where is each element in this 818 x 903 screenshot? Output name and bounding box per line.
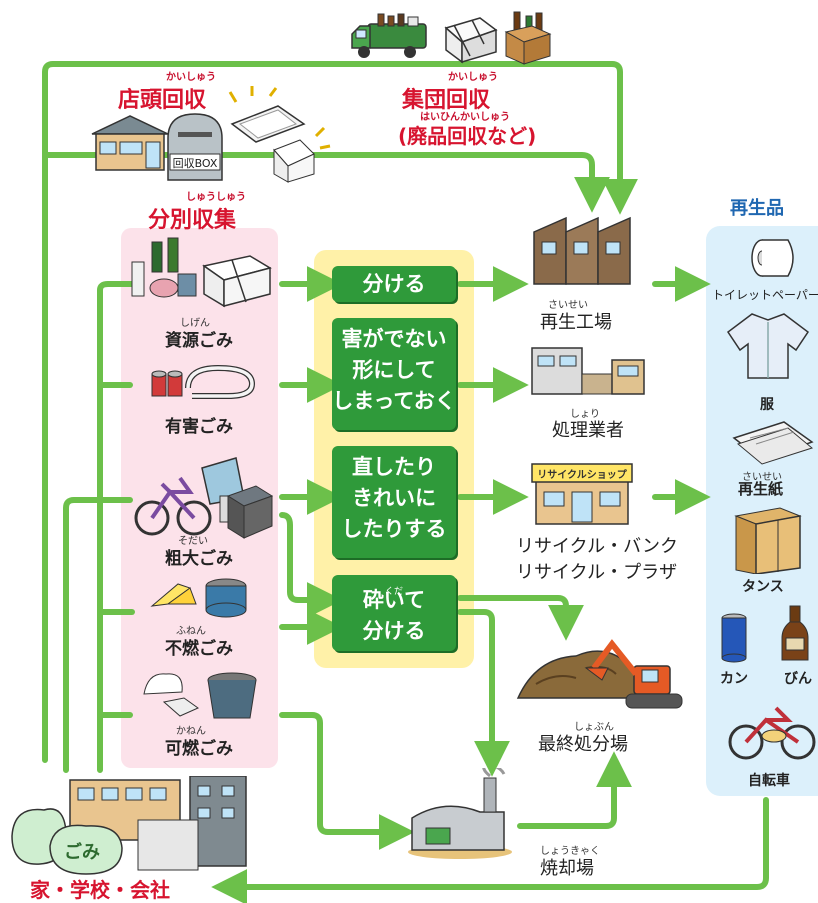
bottle-icon xyxy=(781,605,809,661)
resource-ruby: しげん xyxy=(180,318,210,329)
category-burnable: 可燃ごみ xyxy=(165,739,233,759)
group-collection-sub: (廃品回収など) xyxy=(398,124,537,148)
arrow-group-loop xyxy=(42,61,638,763)
process-sort: 分ける xyxy=(332,266,456,302)
recycle-shop-sign: リサイクルショップ xyxy=(537,470,627,481)
product-paper: 再生紙 xyxy=(738,480,784,498)
disposal-ruby: しょり xyxy=(570,409,600,420)
resource-waste-icon xyxy=(131,237,272,308)
process-crush-ruby: くだ xyxy=(384,587,403,597)
disposal-company-icon xyxy=(531,347,645,395)
dest-recycle-bank: リサイクル・バンク リサイクル・プラザ xyxy=(516,536,678,583)
product-shirt: 服 xyxy=(760,397,774,413)
arrow-incinerator-landfill xyxy=(517,751,632,829)
tray-carton-icon xyxy=(228,86,331,183)
truck-icon xyxy=(351,13,427,58)
bicycle-icon xyxy=(728,706,816,760)
garbage-bag-text: ごみ xyxy=(64,842,100,863)
arrow-burnable-incinerator xyxy=(279,712,415,850)
store-building-icon xyxy=(91,115,169,171)
arrow-origin-bulky xyxy=(63,497,133,773)
bulky-ruby: そだい xyxy=(178,536,208,547)
group-collection-title: 集団回収 xyxy=(402,88,491,113)
sorting-ruby: しゅうしゅう xyxy=(186,192,246,203)
nonburnable-waste-icon xyxy=(150,578,247,618)
incinerator-ruby: しょうきゃく xyxy=(540,846,600,857)
group-collection-ruby: かいしゅう xyxy=(448,72,498,83)
hazardous-waste-icon xyxy=(151,364,256,399)
dest-recycle-plant: 再生工場 xyxy=(540,312,612,333)
group-collection-sub-ruby: はいひんかいしゅう xyxy=(420,112,510,123)
category-resource: 資源ごみ xyxy=(165,331,233,351)
product-bottle: びん xyxy=(784,671,812,687)
process-crush-box: くだ 砕いて 分ける xyxy=(332,575,456,651)
arrow-sort-collector xyxy=(97,281,135,773)
shirt-icon xyxy=(726,313,810,379)
collection-box-label: 回収BOX xyxy=(172,157,218,170)
collection-box-icon: 回収BOX xyxy=(164,108,226,184)
dest-incinerator: 焼却場 xyxy=(540,858,594,879)
bulky-waste-icon xyxy=(134,457,274,539)
burnable-waste-icon xyxy=(143,672,257,719)
category-nonburnable: 不燃ごみ xyxy=(165,639,233,659)
product-tissue: トイレットペーパー xyxy=(712,288,818,302)
category-hazardous: 有害ごみ xyxy=(165,417,233,437)
recycle-shop-icon: リサイクルショップ xyxy=(530,462,634,526)
store-collection-title: 店頭回収 xyxy=(118,88,207,113)
chest-icon xyxy=(734,507,802,574)
process-harmless: 害がでない 形にして しまっておく xyxy=(332,318,456,430)
dest-landfill: 最終処分場 xyxy=(538,734,628,755)
dest-disposal: 処理業者 xyxy=(552,420,624,441)
landfill-ruby: しょぶん xyxy=(574,722,614,733)
arrow-crush-incinerator xyxy=(457,609,510,777)
product-can: カン xyxy=(720,671,748,687)
product-chest: タンス xyxy=(742,579,784,595)
arrow-crush-landfill xyxy=(457,595,584,641)
toilet-paper-icon xyxy=(751,239,794,277)
burnable-ruby: かねん xyxy=(176,726,206,737)
arrow-products-origin xyxy=(211,797,769,903)
category-bulky: 粗大ごみ xyxy=(165,549,233,569)
process-repair: 直したり きれいに したりする xyxy=(332,446,456,558)
recycled-paper-icon xyxy=(732,421,814,465)
arrow-bulky-crush xyxy=(279,512,343,618)
recycle-plant-icon xyxy=(533,216,631,285)
bottle-box-icon xyxy=(504,11,552,65)
product-bicycle: 自転車 xyxy=(748,773,790,789)
arrow-store-loop xyxy=(42,152,610,213)
can-icon xyxy=(721,613,747,663)
incinerator-icon xyxy=(408,768,512,859)
newspaper-bundle-icon xyxy=(444,17,498,64)
recycle-plant-ruby: さいせい xyxy=(548,300,588,311)
store-collection-ruby: かいしゅう xyxy=(166,72,216,83)
origin-buildings-icon xyxy=(11,776,247,875)
sorting-title: 分別収集 xyxy=(148,208,237,233)
process-crush: 砕いて 分ける xyxy=(362,588,426,643)
recycled-paper-ruby: さいせい xyxy=(742,472,782,483)
nonburnable-ruby: ふねん xyxy=(176,626,206,637)
products-title: 再生品 xyxy=(730,198,784,219)
landfill-icon xyxy=(516,639,683,709)
origin-label: 家・学校・会社 xyxy=(30,878,170,902)
